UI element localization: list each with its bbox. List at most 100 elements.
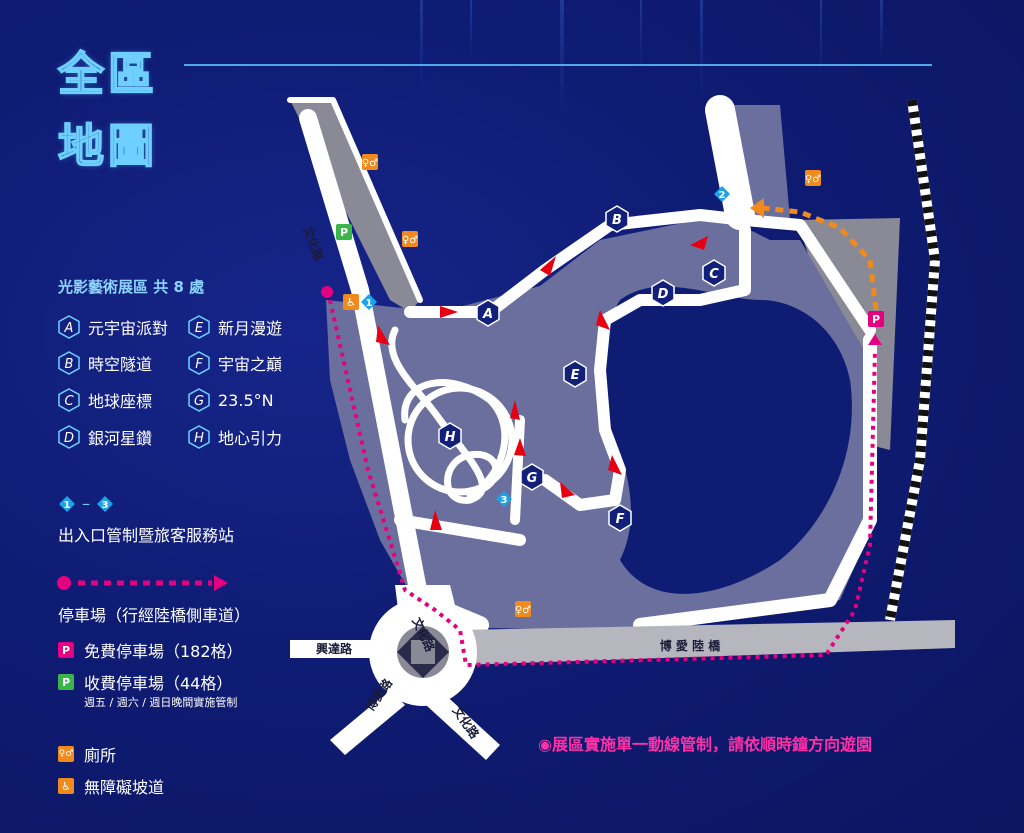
legend-zone-h-label: 地心引力	[218, 429, 283, 448]
zone-marker-e-letter: E	[571, 368, 580, 383]
legend-zone-b-label: 時空隧道	[88, 355, 153, 374]
station-marker-2[interactable]: 2	[714, 186, 730, 202]
svg-text:H: H	[194, 431, 204, 446]
free-parking-icon: P	[58, 642, 74, 658]
hex-icon: F	[188, 351, 210, 375]
station-diamond-icon: 1	[59, 495, 75, 512]
wheelchair-icon: ♿	[58, 778, 74, 794]
zone-markers: A B C D E F G	[438, 205, 726, 532]
parking-route	[321, 286, 882, 668]
zone-marker-d[interactable]: D	[651, 279, 675, 307]
legend-parking-route-label: 停車場（行經陸橋側車道）	[58, 606, 251, 625]
legend-zone-g-label: 23.5°N	[218, 390, 274, 410]
zone-marker-a[interactable]: A	[476, 299, 500, 327]
svg-text:♀♂: ♀♂	[515, 605, 531, 616]
hex-icon: C	[58, 388, 80, 412]
legend-zone-a: A 元宇宙派對	[58, 315, 168, 339]
legend-paid-parking-label: 收費停車場（44格）	[84, 674, 233, 693]
station-marker-3[interactable]: 3	[496, 491, 512, 507]
legend-zone-a-label: 元宇宙派對	[88, 319, 169, 338]
zone-marker-a-letter: A	[482, 307, 493, 322]
svg-text:1: 1	[64, 500, 71, 511]
legend-paid-parking: P 收費停車場（44格）	[58, 670, 232, 694]
one-way-footnote: ◉展區實施單一動線管制，請依順時鐘方向遊園	[538, 735, 872, 754]
toilet-icon: ♀♂	[58, 746, 74, 762]
legend-zone-h: H 地心引力	[188, 425, 282, 449]
toilet-icon[interactable]: ♀♂	[402, 231, 418, 247]
zone-marker-d-letter: D	[658, 287, 669, 302]
legend-zone-f: F 宇宙之巔	[188, 351, 282, 375]
svg-text:3: 3	[102, 500, 109, 511]
paid-parking-note: 週五 / 週六 / 週日晚間實施管制	[84, 696, 238, 709]
hex-icon: G	[188, 388, 210, 412]
free-parking-marker[interactable]: P	[868, 311, 884, 327]
station-marker-2-label: 2	[719, 190, 726, 201]
toilet-icon[interactable]: ♀♂	[515, 601, 531, 617]
legend-ramp: ♿ 無障礙坡道	[58, 774, 164, 798]
facility-icons: ♀♂ ♀♂ ♀♂ ♀♂ ♿ P	[336, 154, 884, 617]
zone-marker-h-letter: H	[445, 430, 456, 445]
wheelchair-icon[interactable]: ♿	[343, 294, 359, 310]
direction-arrows	[376, 236, 708, 530]
legend-free-parking: P 免費停車場（182格）	[58, 638, 243, 662]
zone-marker-c-letter: C	[709, 267, 719, 282]
zones-heading: 光影藝術展區 共 8 處	[58, 278, 205, 296]
zone-marker-g[interactable]: G	[520, 463, 544, 491]
legend-station-range: 1 – 3	[58, 494, 114, 513]
road-network	[287, 95, 877, 634]
svg-text:♀♂: ♀♂	[402, 235, 418, 246]
legend-free-parking-label: 免費停車場（182格）	[84, 642, 243, 661]
svg-text:♀♂: ♀♂	[362, 158, 378, 169]
svg-text:E: E	[195, 321, 204, 336]
station-marker-1[interactable]: 1	[361, 294, 377, 310]
station-diamond-icon: 3	[97, 495, 113, 512]
svg-text:B: B	[65, 357, 74, 372]
legend-station-label: 出入口管制暨旅客服務站	[58, 526, 235, 545]
paid-parking-marker[interactable]: P	[336, 224, 352, 240]
zone-marker-c[interactable]: C	[702, 259, 726, 287]
zone-marker-e[interactable]: E	[563, 360, 587, 388]
bridge-band: 博 愛 陸 橋	[460, 620, 955, 665]
zone-marker-f-letter: F	[616, 512, 625, 527]
toilet-icon[interactable]: ♀♂	[805, 170, 821, 186]
legend-ramp-label: 無障礙坡道	[84, 778, 165, 797]
svg-text:G: G	[194, 394, 204, 409]
svg-text:♀♂: ♀♂	[805, 174, 821, 185]
legend-zone-e-label: 新月漫遊	[218, 319, 283, 338]
hex-icon: B	[58, 351, 80, 375]
hex-icon: D	[58, 425, 80, 449]
zone-marker-f[interactable]: F	[608, 504, 632, 532]
svg-text:D: D	[64, 431, 74, 446]
station-marker-3-label: 3	[501, 495, 508, 506]
svg-text:F: F	[195, 357, 203, 372]
station-range-dash: –	[82, 494, 90, 513]
paid-parking-icon: P	[58, 674, 74, 690]
svg-text:C: C	[64, 394, 74, 409]
legend-toilet-label: 廁所	[84, 746, 117, 765]
legend-zone-c-label: 地球座標	[88, 392, 153, 411]
title-divider	[184, 64, 932, 66]
page-title-line2: 地圖	[57, 118, 158, 174]
legend-zone-e: E 新月漫遊	[188, 315, 282, 339]
station-markers: 1 2 3	[361, 186, 730, 507]
legend-zone-d-label: 銀河星鑽	[88, 429, 153, 448]
hex-icon: E	[188, 315, 210, 339]
legend-zone-b: B 時空隧道	[58, 351, 152, 375]
hex-icon: H	[188, 425, 210, 449]
orange-route	[750, 198, 879, 311]
bridge-label: 博 愛 陸 橋	[660, 638, 722, 653]
page-title-line1: 全區	[57, 46, 158, 102]
legend-zone-g: G 23.5°N	[188, 388, 274, 412]
legend-toilet: ♀♂ 廁所	[58, 742, 116, 766]
toilet-icon[interactable]: ♀♂	[362, 154, 378, 170]
road-label-wenhua-top: 文化路	[300, 224, 327, 264]
zone-marker-b-letter: B	[612, 213, 622, 228]
zone-marker-b[interactable]: B	[605, 205, 629, 233]
legend-zone-c: C 地球座標	[58, 388, 152, 412]
zone-marker-g-letter: G	[527, 471, 538, 486]
paid-parking-marker-letter: P	[340, 226, 348, 239]
zone-marker-h[interactable]: H	[438, 422, 462, 450]
road-label-xingda: 興達路	[316, 641, 353, 656]
